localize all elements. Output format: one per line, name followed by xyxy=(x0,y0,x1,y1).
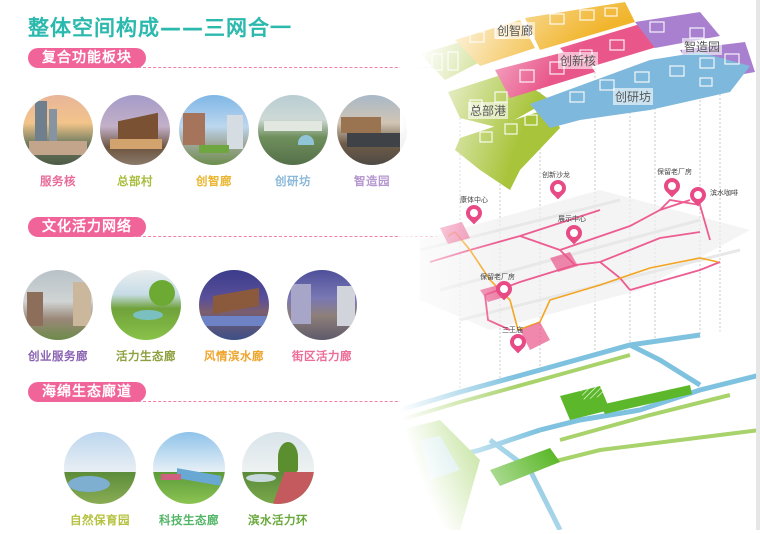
function-label: 服务核 xyxy=(40,174,76,188)
section-pill-cultural-vitality: 文化活力网络 xyxy=(28,217,146,237)
poi-label-exhibition-center: 展示中心 xyxy=(558,215,586,223)
sponge-eco-layer xyxy=(399,0,760,532)
vitality-label: 活力生态廊 xyxy=(116,349,176,363)
function-label: 智造园 xyxy=(354,174,390,188)
waterfront-image xyxy=(199,270,269,340)
vitality-item-startup-service: 创业服务廊 xyxy=(21,270,95,364)
block-street-image xyxy=(287,270,357,340)
eco-item-nature-reserve: 自然保育园 xyxy=(63,432,137,528)
function-item-research-workshop: 创研坊 xyxy=(256,95,330,189)
startup-service-image xyxy=(23,270,93,340)
headquarters-village-image xyxy=(100,95,170,165)
innovation-corridor-image xyxy=(179,95,249,165)
section-pill-composite-function: 复合功能板块 xyxy=(28,48,146,68)
function-item-headquarters-village: 总部村 xyxy=(98,95,172,189)
eco-item-tech-ecological: 科技生态廊 xyxy=(152,432,226,528)
eco-label: 滨水活力环 xyxy=(248,513,308,527)
section-pill-sponge-eco: 海绵生态廊道 xyxy=(28,382,146,402)
section-divider xyxy=(133,67,438,68)
vitality-label: 街区活力廊 xyxy=(292,349,352,363)
poi-label-old-factory: 保留老厂房 xyxy=(657,168,692,176)
eco-label: 科技生态廊 xyxy=(159,513,219,527)
function-label: 总部村 xyxy=(117,174,153,188)
function-item-innovation-corridor: 创智廊 xyxy=(177,95,251,189)
service-core-image xyxy=(23,95,93,165)
function-label: 创研坊 xyxy=(275,174,311,188)
map-layers-svg xyxy=(399,0,760,532)
axonometric-three-network-map: 创智廊 创新核 智造园 总部港 创研坊 创新沙龙 保留老厂房 康体中心 滨水咖啡… xyxy=(399,0,760,532)
poi-label-sanwang-temple: 三王庙 xyxy=(502,326,523,334)
district-label-innovation-corridor: 创智廊 xyxy=(495,22,536,39)
research-workshop-image xyxy=(258,95,328,165)
poi-label-fitness-center: 康体中心 xyxy=(460,196,488,204)
vitality-item-ecological: 活力生态廊 xyxy=(109,270,183,364)
function-item-service-core: 服务核 xyxy=(21,95,95,189)
district-label-smart-manufacturing: 智造园 xyxy=(682,38,723,55)
nature-reserve-image xyxy=(64,432,136,504)
waterfront-loop-image xyxy=(242,432,314,504)
ecological-park-image xyxy=(111,270,181,340)
poi-label-old-factory-2: 保留老厂房 xyxy=(480,273,515,281)
poi-label-innovation-salon: 创新沙龙 xyxy=(542,171,570,179)
vitality-label: 风情滨水廊 xyxy=(204,349,264,363)
district-label-headquarters-port: 总部港 xyxy=(468,102,509,119)
function-item-smart-manufacturing: 智造园 xyxy=(335,95,409,189)
poi-label-waterfront-cafe: 滨水咖啡 xyxy=(710,189,738,197)
right-edge-band xyxy=(756,0,760,530)
tech-ecological-image xyxy=(153,432,225,504)
eco-label: 自然保育园 xyxy=(70,513,130,527)
vitality-item-block-street: 街区活力廊 xyxy=(285,270,359,364)
district-label-innovation-core: 创新核 xyxy=(558,52,599,69)
smart-manufacturing-image xyxy=(337,95,407,165)
eco-item-waterfront-loop: 滨水活力环 xyxy=(241,432,315,528)
section-divider xyxy=(133,401,438,402)
page-title: 整体空间构成——三网合一 xyxy=(28,16,292,40)
vitality-label: 创业服务廊 xyxy=(28,349,88,363)
vitality-item-waterfront: 风情滨水廊 xyxy=(197,270,271,364)
section-divider xyxy=(133,236,438,237)
function-label: 创智廊 xyxy=(196,174,232,188)
district-label-research-workshop: 创研坊 xyxy=(613,88,654,105)
